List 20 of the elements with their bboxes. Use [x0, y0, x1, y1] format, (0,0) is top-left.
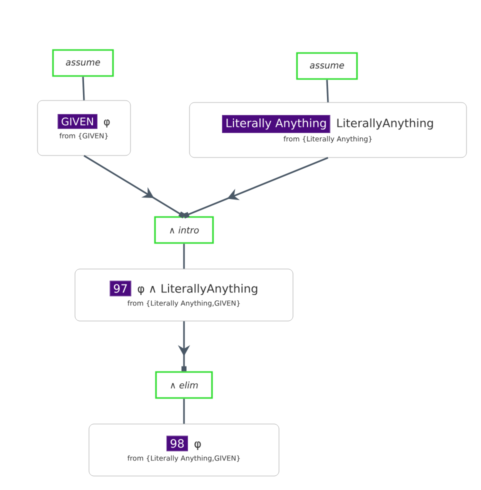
proof-box: [74, 268, 294, 322]
connector: [82, 76, 85, 100]
connector: [183, 244, 185, 269]
formula: φ: [104, 120, 110, 128]
badge: 97: [110, 280, 132, 296]
proof-box: [88, 424, 280, 476]
badge: 98: [166, 436, 188, 452]
formula: LiterallyAnything: [337, 118, 433, 130]
proof-box: [189, 102, 467, 158]
badge: GIVEN: [57, 114, 98, 129]
rule-label: assume: [310, 63, 344, 69]
formula: φ ∧ LiterallyAnything: [138, 284, 258, 296]
connector: [183, 398, 185, 424]
rule-label: ∧ intro: [170, 226, 199, 234]
formula: φ: [194, 441, 201, 450]
rule-label: ∧ elim: [170, 382, 198, 388]
badge: Literally Anything: [222, 115, 330, 133]
proof-box: [37, 100, 131, 156]
rule-label: assume: [66, 60, 100, 66]
connector: [326, 80, 329, 102]
